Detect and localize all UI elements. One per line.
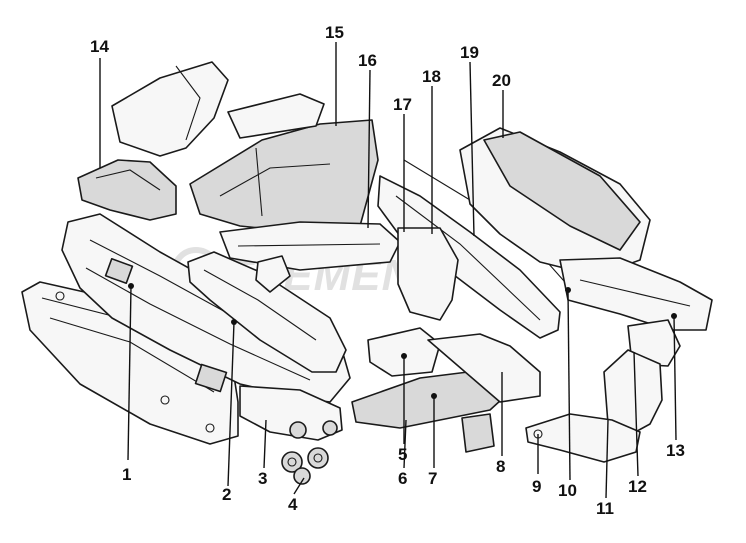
callout-18: 18 [422,67,441,86]
callout-8: 8 [496,457,505,476]
callout-7: 7 [428,469,437,488]
floor-tunnel-panel [219,221,401,271]
callout-6: 6 [398,469,407,488]
callout-9: 9 [532,477,541,496]
front-frame-rail [187,251,347,373]
callout-15: 15 [325,23,344,42]
front-left-mount-bracket [77,159,177,221]
callout-10: 10 [558,481,577,500]
callout-2: 2 [222,485,231,504]
engine-mount-set [281,447,329,485]
callout-17: 17 [393,95,412,114]
callout-labels: 1 2 3 4 5 6 7 8 9 10 11 12 13 14 15 16 1… [90,23,685,518]
callout-11: 11 [596,499,614,518]
callout-13: 13 [666,441,685,460]
battery-tray-bracket [255,255,291,293]
callout-1: 1 [122,465,131,484]
rear-floor-panel [459,127,651,277]
callout-20: 20 [492,71,511,90]
upper-strut-shield [111,61,229,157]
front-floor-pan-assembly [351,327,541,453]
callout-16: 16 [358,51,377,70]
callout-14: 14 [90,37,109,56]
callout-12: 12 [628,477,647,496]
sill-reinforcement [377,175,561,339]
callout-3: 3 [258,469,267,488]
rear-frame-rail [559,257,713,331]
callout-4: 4 [288,495,298,514]
wheelhouse-inner-panel [189,93,379,235]
callout-5: 5 [398,445,407,464]
callout-19: 19 [460,43,479,62]
leader-lines [99,42,677,499]
